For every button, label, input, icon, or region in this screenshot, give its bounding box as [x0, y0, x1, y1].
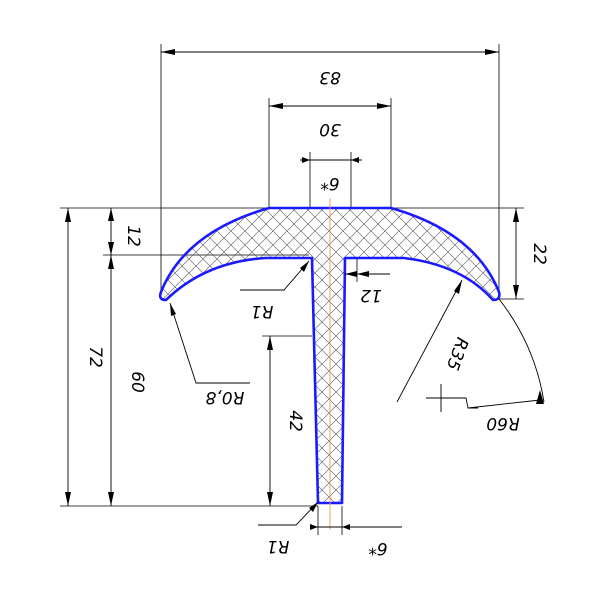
dim-stem-bottom-width	[310, 524, 402, 530]
leader-tip-radius	[169, 302, 250, 384]
extension-lines	[60, 44, 524, 535]
tip-radius-text: R0,8	[205, 387, 244, 407]
dim-wing-drop	[513, 208, 519, 299]
dim-total-height-text: 72	[85, 346, 105, 368]
dim-head-width-text: 30	[319, 119, 341, 139]
dim-stem-top-width-text: 6*	[320, 173, 339, 193]
dim-stem-bottom-width-text: 6*	[368, 538, 387, 558]
fillet-radius-text: R1	[251, 301, 274, 321]
center-mark	[426, 384, 478, 412]
leader-fillet-radius	[240, 260, 310, 291]
dim-wing-drop-text: 22	[529, 243, 549, 265]
outer-radius-arc	[467, 298, 545, 409]
stem-end-radius-text: R1	[267, 536, 290, 556]
dim-head-thickness	[108, 208, 114, 255]
dim-overall-width	[161, 49, 499, 55]
dim-head-thickness-text: 12	[123, 225, 143, 247]
dim-shoulder-text: 12	[360, 285, 382, 305]
dim-stem-length	[267, 336, 273, 506]
leader-inner-radius	[396, 279, 463, 403]
dim-stem-top-width	[300, 157, 362, 163]
dim-shoulder	[345, 271, 390, 277]
outer-radius-text: R60	[486, 413, 519, 433]
dim-height-to-head	[108, 255, 114, 506]
leader-stem-end-radius	[258, 501, 319, 526]
inner-radius-text: R35	[442, 335, 472, 373]
dim-overall-width-text: 83	[319, 67, 341, 87]
dim-height-to-head-text: 60	[127, 371, 147, 393]
dim-stem-length-text: 42	[285, 410, 305, 432]
dim-total-height	[65, 208, 71, 506]
dim-head-width	[269, 103, 391, 109]
